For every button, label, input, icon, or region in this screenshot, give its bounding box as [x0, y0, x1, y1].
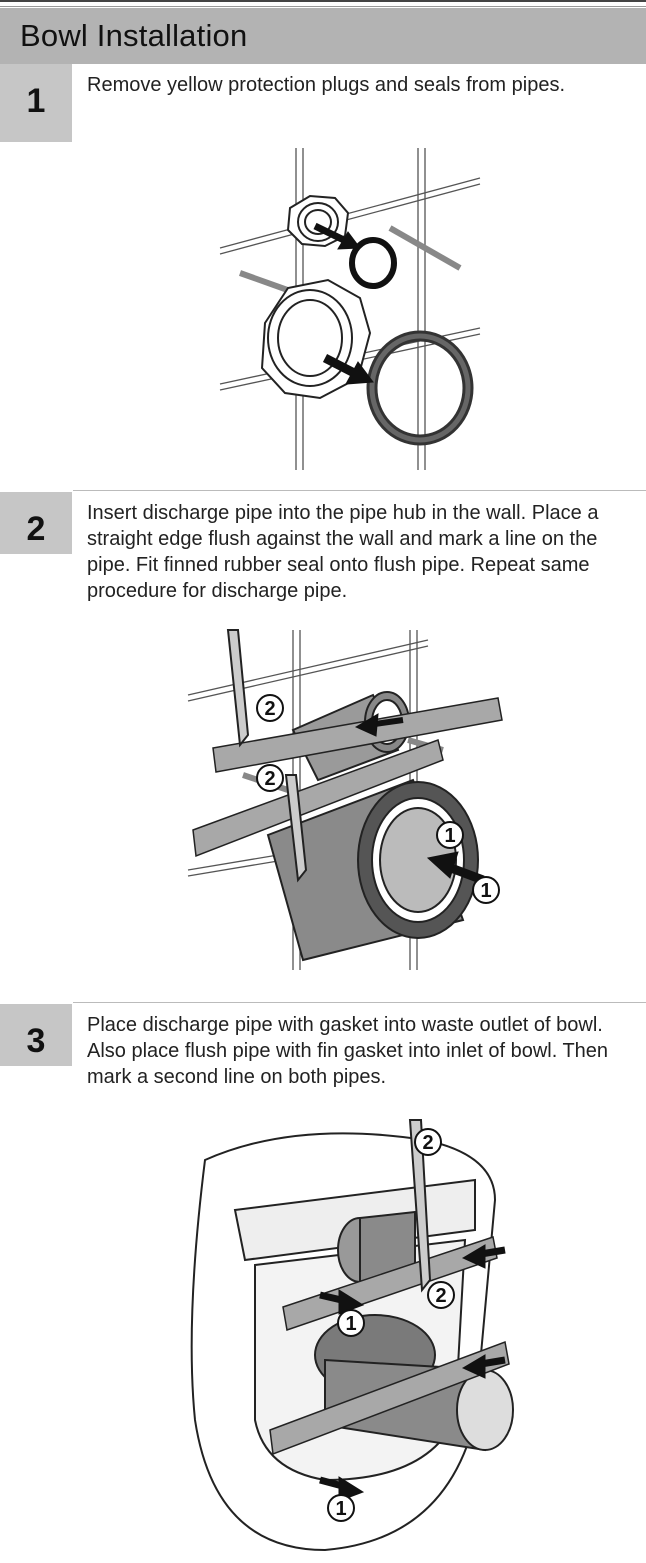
step-2-number: 2 — [26, 510, 46, 548]
section-title: Bowl Installation — [20, 18, 248, 53]
step-3-illustration: 2 2 1 1 — [190, 1119, 514, 1552]
step-2-number-box: 2 — [0, 492, 72, 554]
callout-1-lower: 1 — [480, 880, 491, 902]
top-rule — [0, 0, 646, 2]
step-1-text: Remove yellow protection plugs and seals… — [87, 74, 566, 96]
step-1-illustration — [219, 148, 481, 470]
step-3-number-box: 3 — [0, 1004, 72, 1066]
step-1-number: 1 — [26, 82, 46, 120]
step-3-text: Place discharge pipe with gasket into wa… — [87, 1014, 609, 1088]
callout-1-bottom: 1 — [335, 1498, 346, 1520]
callout-1-upper: 1 — [444, 825, 455, 847]
step-2-text: Insert discharge pipe into the pipe hub … — [87, 502, 599, 602]
step-3-number: 3 — [26, 1022, 46, 1060]
callout-2-top: 2 — [422, 1132, 433, 1154]
top-rule-thin — [0, 6, 646, 7]
callout-2-lower: 2 — [264, 768, 275, 790]
step-2-illustration: 2 2 1 1 — [187, 629, 503, 970]
callout-2-right: 2 — [435, 1285, 446, 1307]
separator-1 — [73, 490, 646, 491]
step-1-number-box: 1 — [0, 64, 72, 142]
callout-2-upper: 2 — [264, 698, 275, 720]
separator-2 — [73, 1002, 646, 1003]
callout-1-mid: 1 — [345, 1313, 356, 1335]
section-header: Bowl Installation — [0, 8, 646, 64]
